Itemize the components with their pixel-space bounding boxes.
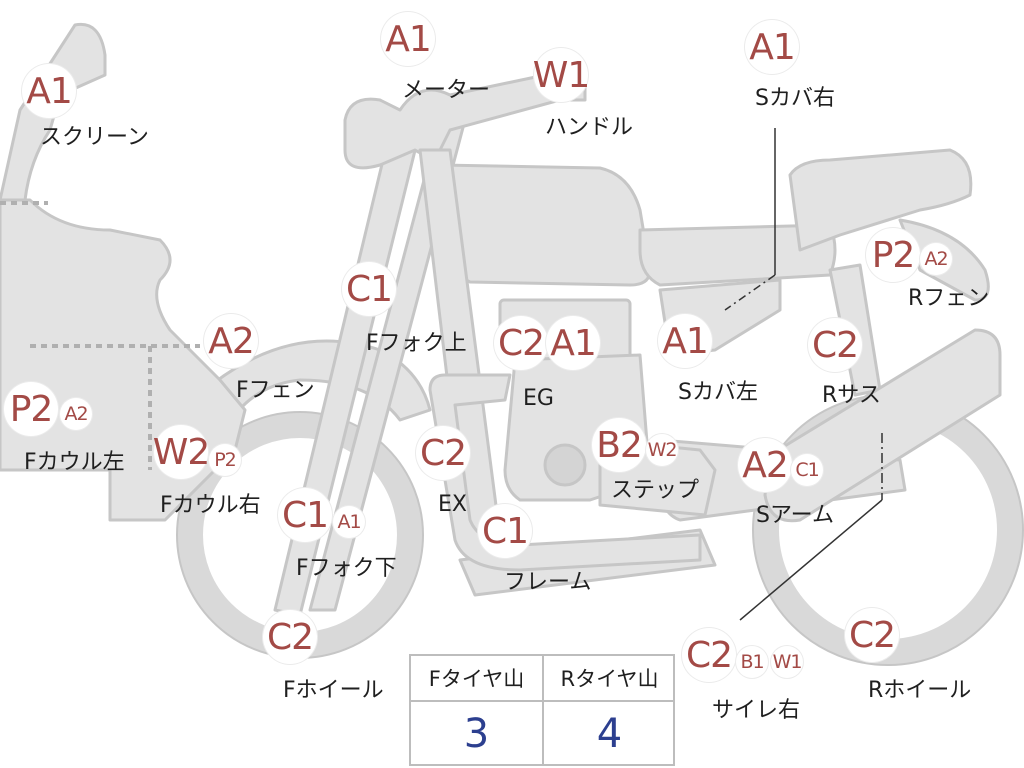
label-rfender: Rフェン	[908, 286, 990, 311]
badge-sarm-1: A2	[738, 438, 792, 492]
badge-eg-2: A1	[546, 316, 600, 370]
badge-rwheel-1: C2	[845, 608, 899, 662]
label-scover-r: Sカバ右	[755, 86, 835, 111]
badge-muffler-r-3: W1	[771, 646, 803, 678]
label-muffler-r: サイレ右	[712, 698, 801, 723]
badge-frame-1: C1	[478, 504, 532, 558]
badge-ffender-1: A2	[204, 314, 258, 368]
front-tire-header: Fタイヤ山	[411, 656, 542, 702]
label-fcowl-r: Fカウル右	[160, 493, 261, 518]
label-fwheel: Fホイール	[283, 678, 384, 703]
label-fcowl-l: Fカウル左	[24, 450, 125, 475]
badge-step-1: B2	[592, 418, 646, 472]
label-eg: EG	[523, 386, 554, 411]
front-tire-value: 3	[463, 711, 490, 757]
badge-fwheel-1: C2	[263, 610, 317, 664]
badge-rsus-1: C2	[808, 318, 862, 372]
label-sarm: Sアーム	[756, 503, 834, 528]
badge-scover-r-1: A1	[745, 20, 799, 74]
badge-sarm-2: C1	[791, 454, 823, 486]
label-meter: メーター	[402, 78, 491, 103]
badge-scover-l-1: A1	[658, 314, 712, 368]
label-ffork-low: Fフォク下	[296, 556, 397, 581]
label-scover-l: Sカバ左	[678, 380, 758, 405]
label-ffender: Fフェン	[236, 378, 315, 403]
badge-fcowl-r-2: P2	[209, 444, 241, 476]
front-tire-column: Fタイヤ山 3	[411, 656, 542, 764]
label-screen: スクリーン	[40, 125, 149, 150]
label-step: ステップ	[611, 478, 700, 503]
label-handle: ハンドル	[545, 115, 634, 140]
rear-tire-header: Rタイヤ山	[544, 656, 675, 702]
badge-rfender-1: P2	[866, 228, 920, 282]
tire-tread-table: Fタイヤ山 3 Rタイヤ山 4	[409, 654, 675, 766]
badge-muffler-r-1: C2	[682, 628, 736, 682]
label-rwheel: Rホイール	[868, 678, 972, 703]
badge-eg-1: C2	[494, 316, 548, 370]
badge-ffork-low-1: C1	[278, 488, 332, 542]
label-ex: EX	[438, 492, 467, 517]
badge-muffler-r-2: B1	[736, 646, 768, 678]
label-ffork-top: Fフォク上	[366, 331, 467, 356]
badge-ffork-low-2: A1	[333, 506, 365, 538]
badge-handle-1: W1	[533, 48, 590, 102]
badge-meter-1: A1	[381, 12, 435, 66]
badge-ffork-top-1: C1	[342, 262, 396, 316]
badge-screen-1: A1	[22, 64, 76, 118]
badge-ex-1: C2	[416, 426, 470, 480]
badge-fcowl-r-1: W2	[153, 425, 210, 479]
label-rsus: Rサス	[822, 383, 881, 408]
label-frame: フレーム	[504, 570, 592, 595]
badge-fcowl-l-1: P2	[4, 382, 58, 436]
rear-tire-value: 4	[596, 711, 623, 757]
rear-tire-column: Rタイヤ山 4	[542, 656, 675, 764]
badge-rfender-2: A2	[920, 243, 952, 275]
badge-step-2: W2	[646, 434, 678, 466]
badge-fcowl-l-2: A2	[60, 398, 92, 430]
